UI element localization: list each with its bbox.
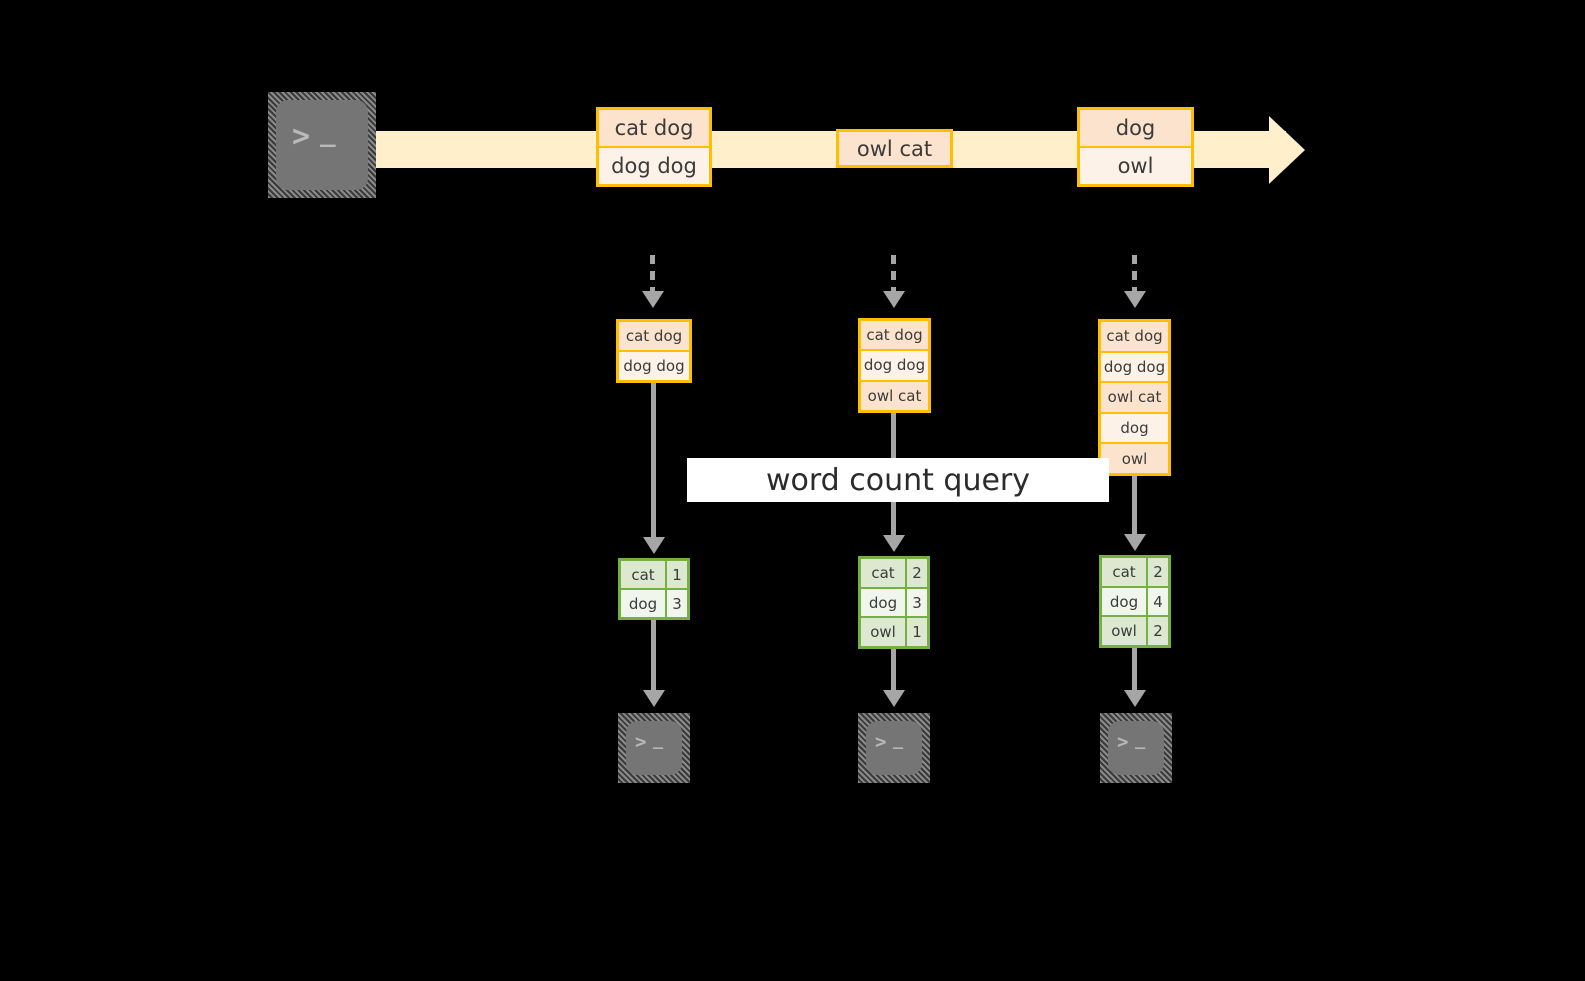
- stream-event-batch-1[interactable]: cat dog dog dog: [596, 107, 712, 187]
- accumulated-line: dog dog: [619, 350, 689, 380]
- result-row: cat 1: [621, 561, 687, 588]
- result-row: dog 3: [861, 586, 927, 617]
- stream-event-line: dog dog: [599, 146, 709, 184]
- result-count: 4: [1146, 587, 1168, 616]
- stream-event-batch-3[interactable]: dog owl: [1077, 107, 1194, 187]
- accumulated-state-1[interactable]: cat dog dog dog: [616, 319, 692, 383]
- terminal-prompt-icon: >: [1117, 731, 1129, 753]
- source-terminal-screen: > _: [276, 100, 368, 190]
- query-banner: word count query: [687, 458, 1109, 502]
- terminal-cursor-icon: _: [320, 118, 336, 148]
- trigger-arrow-line-2: [891, 255, 896, 293]
- sink-terminal-1[interactable]: > _: [618, 713, 690, 783]
- terminal-cursor-icon: _: [1135, 730, 1146, 750]
- state-to-result-head-2: [883, 535, 905, 552]
- result-word: dog: [621, 590, 665, 617]
- result-count: 1: [665, 561, 687, 588]
- result-count: 1: [905, 618, 927, 647]
- trigger-arrow-line-1: [650, 255, 655, 293]
- result-count: 2: [1146, 617, 1168, 646]
- sink-terminal-2[interactable]: > _: [858, 713, 930, 783]
- result-word: cat: [861, 559, 905, 587]
- result-word: dog: [861, 588, 905, 617]
- accumulated-line: cat dog: [1101, 322, 1168, 351]
- accumulated-state-2[interactable]: cat dog dog dog owl cat: [858, 318, 931, 413]
- result-count: 2: [1146, 558, 1168, 586]
- result-table-3[interactable]: cat 2 dog 4 owl 2: [1099, 555, 1171, 648]
- result-table-2[interactable]: cat 2 dog 3 owl 1: [858, 556, 930, 649]
- result-row: owl 2: [1102, 615, 1168, 646]
- result-row: cat 2: [1102, 558, 1168, 586]
- result-to-sink-line-3: [1132, 648, 1137, 692]
- trigger-arrow-head-2: [883, 291, 905, 308]
- sink-terminal-screen: > _: [626, 721, 682, 775]
- trigger-arrow-head-1: [642, 291, 664, 308]
- trigger-arrow-head-3: [1124, 291, 1146, 308]
- stream-arrowhead: [1269, 116, 1305, 184]
- result-row: dog 4: [1102, 585, 1168, 616]
- result-word: owl: [1102, 617, 1146, 646]
- result-count: 3: [905, 588, 927, 617]
- result-word: cat: [621, 561, 665, 588]
- terminal-prompt-icon: >: [292, 119, 311, 154]
- source-terminal[interactable]: > _: [268, 92, 376, 198]
- terminal-prompt-icon: >: [635, 731, 647, 753]
- sink-terminal-3[interactable]: > _: [1100, 713, 1172, 783]
- stream-event-line: dog: [1080, 110, 1191, 146]
- stream-event-line: owl cat: [839, 132, 950, 165]
- result-word: dog: [1102, 587, 1146, 616]
- trigger-arrow-line-3: [1132, 255, 1137, 293]
- stream-event-line: owl: [1080, 146, 1191, 184]
- result-row: owl 1: [861, 616, 927, 647]
- result-count: 3: [665, 590, 687, 617]
- terminal-prompt-icon: >: [875, 731, 887, 753]
- result-table-1[interactable]: cat 1 dog 3: [618, 558, 690, 620]
- query-banner-label: word count query: [765, 462, 1031, 498]
- accumulated-line: cat dog: [619, 322, 689, 350]
- sink-terminal-screen: > _: [866, 721, 922, 775]
- stream-event-line: cat dog: [599, 110, 709, 146]
- state-to-result-head-1: [643, 537, 665, 554]
- result-to-sink-line-1: [651, 620, 656, 692]
- terminal-cursor-icon: _: [893, 730, 904, 750]
- state-to-result-head-3: [1124, 534, 1146, 551]
- accumulated-state-3[interactable]: cat dog dog dog owl cat dog owl: [1098, 319, 1171, 476]
- state-to-result-line-3: [1132, 476, 1137, 536]
- accumulated-line: dog dog: [1101, 350, 1168, 382]
- result-word: owl: [861, 618, 905, 647]
- accumulated-line: owl cat: [1101, 381, 1168, 412]
- accumulated-line: cat dog: [861, 321, 928, 350]
- result-to-sink-head-3: [1124, 690, 1146, 707]
- result-word: cat: [1102, 558, 1146, 586]
- result-to-sink-head-2: [883, 690, 905, 707]
- accumulated-line: dog: [1101, 411, 1168, 443]
- accumulated-line: dog dog: [861, 349, 928, 380]
- result-row: dog 3: [621, 588, 687, 617]
- state-to-result-line-1: [651, 383, 656, 539]
- result-to-sink-head-1: [643, 690, 665, 707]
- stream-event-batch-2[interactable]: owl cat: [836, 129, 953, 168]
- sink-terminal-screen: > _: [1108, 721, 1164, 775]
- result-count: 2: [905, 559, 927, 587]
- accumulated-line: owl cat: [861, 379, 928, 410]
- accumulated-line: owl: [1101, 442, 1168, 473]
- result-row: cat 2: [861, 559, 927, 587]
- terminal-cursor-icon: _: [653, 730, 664, 750]
- result-to-sink-line-2: [891, 649, 896, 692]
